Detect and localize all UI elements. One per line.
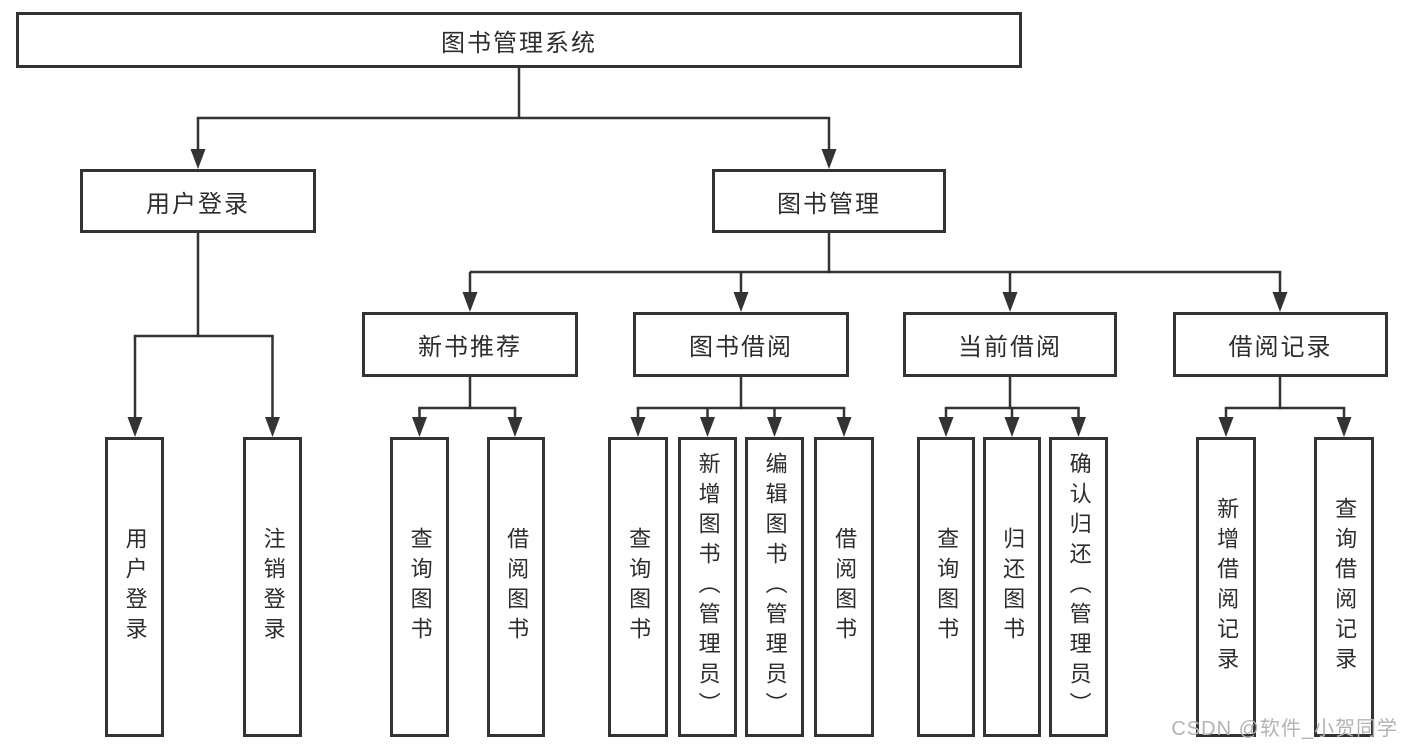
node-label: 查询图书 [934,527,960,647]
leaf-add-book-admin: 新增图书（管理员） [678,437,737,737]
leaf-query-books-borrow: 查询图书 [608,437,668,737]
node-label: 借阅图书 [832,527,858,647]
node-label: 编辑图书（管理员） [762,452,788,722]
node-book-borrow: 图书借阅 [633,312,849,377]
leaf-borrow-books: 借阅图书 [814,437,874,737]
node-label: 当前借阅 [958,334,1062,361]
node-user-login: 用户登录 [80,169,316,233]
node-label: 查询图书 [407,527,433,647]
node-label: 借阅图书 [504,527,530,647]
leaf-edit-book-admin: 编辑图书（管理员） [745,437,804,737]
leaf-confirm-return-admin: 确认归还（管理员） [1049,437,1108,737]
node-book-management: 图书管理 [712,169,946,233]
node-label: 图书管理 [777,190,881,218]
node-label: 归还图书 [1000,527,1026,647]
node-label: 新增图书（管理员） [695,452,721,722]
leaf-user-login: 用户登录 [105,437,164,737]
node-label: 用户登录 [122,527,148,647]
leaf-add-borrow-record: 新增借阅记录 [1196,437,1256,737]
leaf-query-books-recommend: 查询图书 [390,437,449,737]
node-library-management-system: 图书管理系统 [16,12,1022,68]
leaf-query-books-current: 查询图书 [917,437,975,737]
node-label: 查询图书 [626,527,652,647]
leaf-query-borrow-record: 查询借阅记录 [1314,437,1374,737]
leaf-logout: 注销登录 [243,437,302,737]
node-label: 注销登录 [260,527,286,647]
node-label: 确认归还（管理员） [1066,452,1092,722]
node-new-book-recommend: 新书推荐 [362,312,578,377]
csdn-watermark: CSDN @软件_小贺同学 [1171,718,1398,740]
leaf-borrow-books-recommend: 借阅图书 [487,437,545,737]
node-label: 用户登录 [146,190,250,218]
node-label: 新增借阅记录 [1214,497,1240,677]
node-current-borrow: 当前借阅 [903,312,1117,377]
node-label: 新书推荐 [418,334,522,361]
arrowheads [127,149,1352,437]
leaf-return-books: 归还图书 [983,437,1041,737]
node-label: 图书管理系统 [441,29,597,57]
node-label: 借阅记录 [1228,334,1333,361]
node-label: 图书借阅 [689,334,793,361]
node-borrow-records: 借阅记录 [1173,312,1388,377]
node-label: 查询借阅记录 [1332,497,1358,677]
